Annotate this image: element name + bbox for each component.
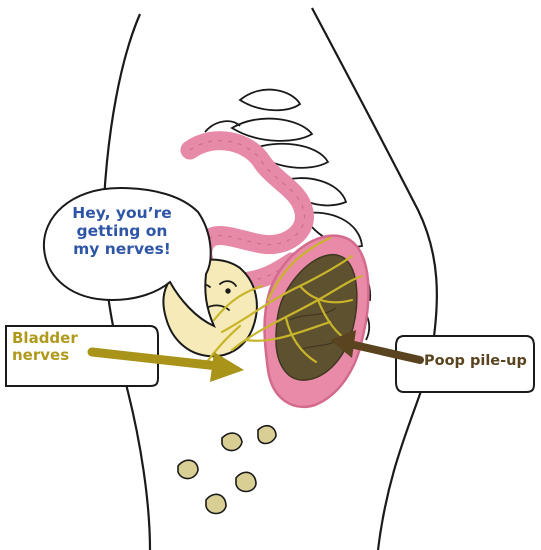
bladder-label-line-2: nerves [12, 347, 78, 364]
urine-droplets [178, 426, 276, 514]
speech-bubble-text: Hey, you’re getting on my nerves! [52, 205, 192, 258]
bladder-label-line-1: Bladder [12, 330, 78, 347]
speech-line-2: getting on [52, 223, 192, 241]
speech-line-1: Hey, you’re [52, 205, 192, 223]
bladder-nerves-label: Bladder nerves [12, 330, 78, 365]
poop-pile-up-label: Poop pile-up [424, 353, 527, 370]
speech-line-3: my nerves! [52, 241, 192, 259]
